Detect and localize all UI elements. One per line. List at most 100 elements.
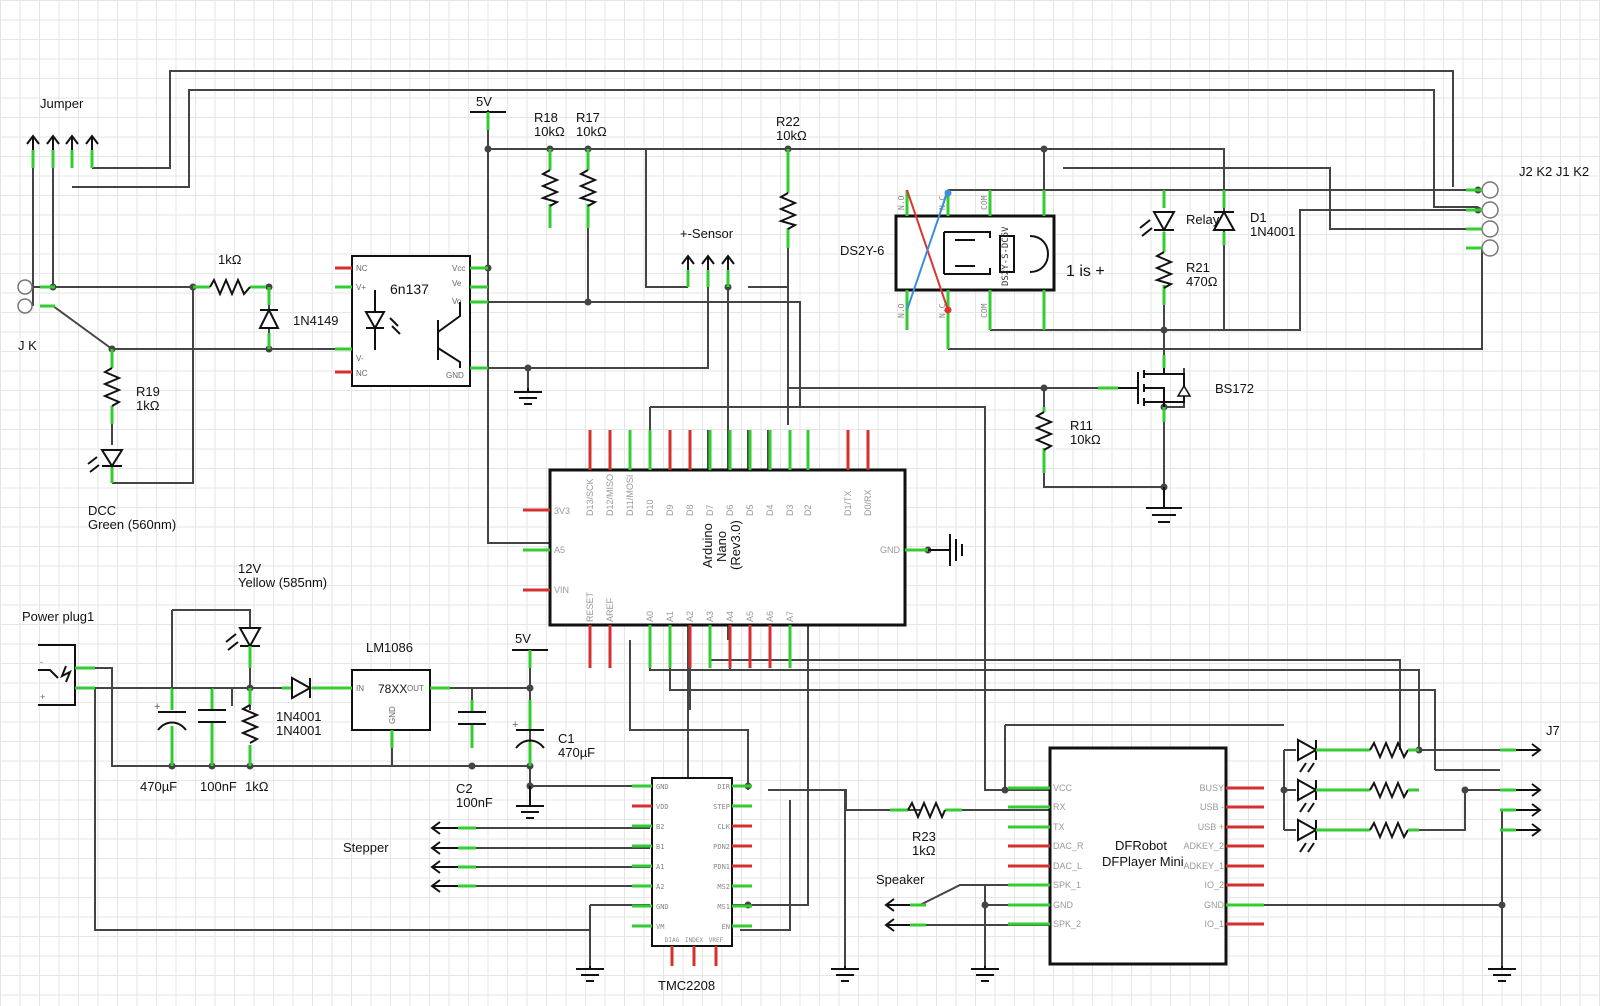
resistor-1k-input: 1kΩ	[193, 252, 266, 297]
resistor-1k-label: 1kΩ	[218, 252, 242, 267]
nano-pin-label: D9	[665, 504, 675, 516]
nano-pin-label: D4	[765, 504, 775, 516]
svg-text:N.C: N.C	[938, 195, 947, 210]
nano-pin-label: AREF	[605, 597, 615, 622]
svg-text:1N4001: 1N4001	[1250, 224, 1296, 239]
led-12v-yellow: 12V Yellow (585nm)	[225, 561, 327, 668]
dfp-pin-label: USB +	[1198, 822, 1224, 832]
driver-tmc2208: GNDVDDB2B1A1A2GNDVMDIRSTEPCLKPDN2PDN1MS2…	[632, 777, 752, 993]
nano-pin-label: D11/MOSI	[625, 475, 635, 516]
svg-text:100nF: 100nF	[200, 779, 237, 794]
nano-pin-label: D1/TX	[843, 490, 853, 516]
optocoupler-6n137: NC V+ V- NC Vcc Ve Vo GND 6n137	[335, 255, 488, 387]
svg-text:10kΩ: 10kΩ	[534, 124, 565, 139]
jk-connector: J K	[17, 279, 55, 353]
led-2	[1284, 778, 1370, 813]
nano-pin-label: D0/RX	[863, 489, 873, 516]
dfp-pin-label: SPK_1	[1053, 880, 1081, 890]
nano-pin-label: RESET	[585, 591, 595, 622]
dfp-pin-label: GND	[1204, 900, 1225, 910]
stepper-connector: Stepper	[343, 821, 650, 893]
regulator-lm1086: IN OUT GND 78XX LM1086	[330, 640, 450, 748]
mosfet-bs172: BS172	[1098, 355, 1254, 422]
dfp-pin-label: BUSY	[1199, 783, 1224, 793]
svg-text:470µF: 470µF	[558, 745, 595, 760]
svg-text:10kΩ: 10kΩ	[576, 124, 607, 139]
svg-text:N.O: N.O	[897, 303, 906, 318]
tmc-pin-label: CLK	[717, 823, 730, 831]
j7-pin-3	[1500, 823, 1542, 837]
electrolytic-470uf-input: + 470µF	[140, 688, 187, 794]
tmc-pin-label: DIR	[717, 783, 730, 791]
svg-text:R17: R17	[576, 110, 600, 125]
speaker-connector: Speaker	[876, 872, 926, 932]
capacitor-c2: C2 100nF	[456, 700, 493, 810]
svg-text:A5: A5	[554, 545, 565, 555]
diode-1n4149-label: 1N4149	[293, 313, 339, 328]
svg-text:N.C: N.C	[938, 303, 947, 318]
svg-text:3V3: 3V3	[554, 506, 570, 516]
output-connector-j2k2j1k2: J2 K2 J1 K2	[1466, 164, 1589, 257]
svg-text:+: +	[512, 719, 518, 731]
svg-text:D1: D1	[1250, 210, 1267, 225]
svg-text:COM: COM	[980, 195, 989, 210]
j7-pin-4	[1500, 803, 1542, 817]
tmc-pin-label: VM	[656, 923, 664, 931]
dfp-pin-label: ADKEY_2	[1183, 841, 1224, 851]
tmc-pin-label: PDN1	[713, 863, 730, 871]
tmc-pin-label: DIAG	[665, 937, 680, 944]
connector-label: J2 K2 J1 K2	[1519, 164, 1589, 179]
svg-text:V+: V+	[356, 283, 366, 292]
led-resistor-2	[1369, 780, 1419, 800]
sensor-connector: +-Sensor	[680, 226, 735, 287]
j7-pin-1	[1500, 743, 1542, 757]
svg-text:DFPlayer Mini: DFPlayer Mini	[1102, 854, 1184, 869]
relay-ds2y: N.O N.C COM N.O N.C COM DS2Y-S-DC5V DS2Y…	[840, 189, 1105, 349]
nano-pin-label: D8	[685, 504, 695, 516]
tmc-pin-label: A1	[656, 863, 664, 871]
svg-text:1N4001: 1N4001	[276, 709, 322, 724]
capacitor-100nf-input: 100nF	[172, 687, 237, 794]
dfp-pin-label: SPK_2	[1053, 919, 1081, 929]
svg-text:OUT: OUT	[407, 684, 424, 693]
speaker-label: Speaker	[876, 872, 925, 887]
svg-text:Ve: Ve	[452, 279, 462, 288]
jumper-label: Jumper	[40, 96, 84, 111]
tmc-pin-label: PDN2	[713, 843, 730, 851]
svg-text:78XX: 78XX	[378, 682, 407, 696]
tmc-pins: GNDVDDB2B1A1A2GNDVMDIRSTEPCLKPDN2PDN1MS2…	[632, 783, 752, 966]
led-bank: J7	[1284, 723, 1560, 853]
dfp-pin-label: IO_2	[1204, 880, 1224, 890]
dfp-pin-label: RX	[1053, 802, 1066, 812]
nano-pin-label: D7	[705, 504, 715, 516]
tmc-pin-label: A2	[656, 883, 664, 891]
svg-text:10kΩ: 10kΩ	[1070, 432, 1101, 447]
nano-pin-label: A7	[785, 611, 795, 622]
resistor-r18: R18 10kΩ	[534, 110, 565, 228]
tmc-pin-label: GND	[656, 783, 669, 791]
stepper-label: Stepper	[343, 840, 389, 855]
nano-pin-label: D6	[725, 504, 735, 516]
resistor-r19: R19 1kΩ	[102, 349, 160, 424]
resistor-r21: R21 470Ω	[1154, 248, 1218, 305]
lm1086-label: LM1086	[366, 640, 413, 655]
nano-pin-label: A1	[665, 611, 675, 622]
ground-symbols	[514, 388, 1516, 982]
nano-pin-label: A6	[765, 611, 775, 622]
dfp-pin-label: USB -	[1200, 802, 1224, 812]
resistor-r23: R23 1kΩ	[890, 800, 985, 858]
tmc-pin-label: VDD	[656, 803, 669, 811]
svg-text:GND: GND	[388, 706, 397, 724]
diode-d1-1n4001: D1 1N4001	[1212, 190, 1296, 245]
resistor-1k-led: 1kΩ	[240, 688, 269, 794]
led-resistor-1	[1369, 740, 1419, 760]
bs172-label: BS172	[1215, 381, 1254, 396]
nano-pin-label: D2	[803, 504, 813, 516]
svg-text:5V: 5V	[515, 631, 531, 646]
supply-5v-top: 5V	[470, 94, 506, 130]
svg-text:DS2Y-S-DC5V: DS2Y-S-DC5V	[1001, 226, 1011, 286]
